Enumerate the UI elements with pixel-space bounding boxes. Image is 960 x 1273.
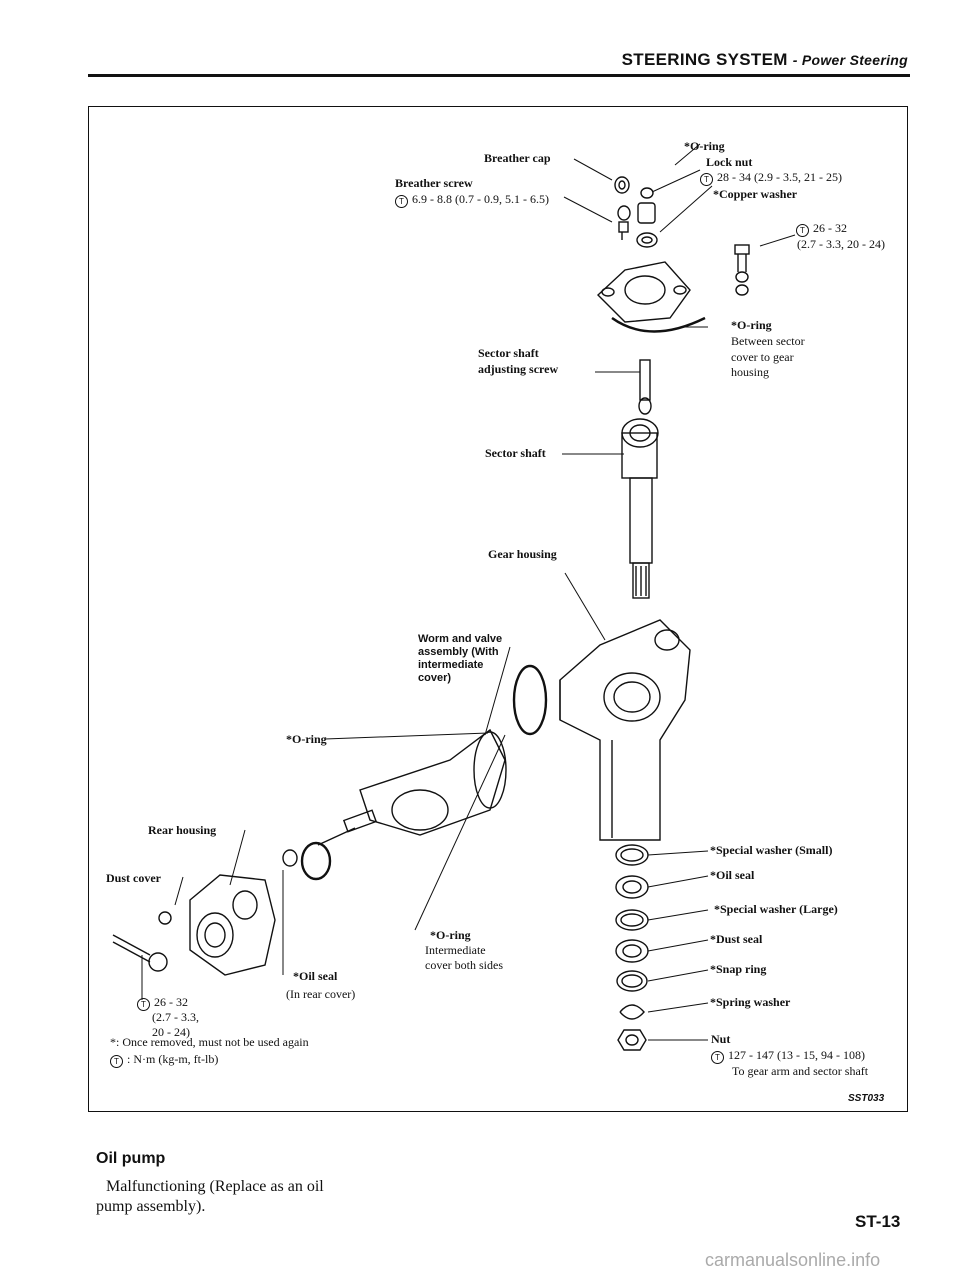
legend-star: *: Once removed, must not be used again xyxy=(110,1035,309,1049)
figure-code: SST033 xyxy=(848,1093,885,1104)
rear-housing xyxy=(112,874,276,976)
label-oil-seal: *Oil seal xyxy=(710,868,755,882)
label-sector-adjusting-2: adjusting screw xyxy=(478,362,559,376)
label-rear-torque-2: (2.7 - 3.3, xyxy=(152,1010,199,1024)
torque-icon: T xyxy=(796,224,809,237)
label-sector-adjusting-1: Sector shaft xyxy=(478,346,539,360)
label-o-ring-sector-note-2: cover to gear xyxy=(731,350,794,364)
sector-cover-bolt xyxy=(734,244,750,296)
label-o-ring-intermediate-3: cover both sides xyxy=(425,958,503,972)
label-nut: Nut xyxy=(711,1032,731,1046)
torque-icon: T xyxy=(700,173,713,186)
worm-valve-assembly xyxy=(317,664,548,846)
page-header: STEERING SYSTEM - Power Steering xyxy=(622,50,908,70)
watermark: carmanualsonline.info xyxy=(705,1250,881,1270)
label-lock-nut: Lock nut xyxy=(706,155,753,169)
header-title: STEERING SYSTEM xyxy=(621,50,788,69)
label-dust-cover: Dust cover xyxy=(106,871,161,885)
label-o-ring-top: *O-ring xyxy=(684,139,725,153)
label-oil-seal-rear: *Oil seal xyxy=(293,969,338,983)
label-rear-torque-3: 20 - 24) xyxy=(152,1025,190,1039)
gear-housing xyxy=(559,619,691,841)
torque-icon: T xyxy=(395,195,408,208)
label-spring-washer: *Spring washer xyxy=(710,995,791,1009)
header-rule xyxy=(88,74,910,77)
torque-icon: T xyxy=(137,998,150,1011)
seal-stack xyxy=(615,844,649,1051)
label-breather-cap: Breather cap xyxy=(484,151,551,165)
label-copper-washer: *Copper washer xyxy=(713,187,798,201)
label-o-ring-intermediate: *O-ring xyxy=(430,928,471,942)
label-dust-seal: *Dust seal xyxy=(710,932,763,946)
label-worm-3: intermediate xyxy=(418,659,484,671)
breather-assembly xyxy=(614,176,631,240)
label-special-washer-small: *Special washer (Small) xyxy=(710,843,833,857)
label-worm-2: assembly (With xyxy=(418,646,499,658)
label-breather-screw: Breather screw xyxy=(395,176,473,190)
lock-nut-assembly xyxy=(636,187,658,248)
label-o-ring-worm: *O-ring xyxy=(286,732,327,746)
rear-o-ring xyxy=(300,841,332,881)
figure-frame xyxy=(88,106,908,1112)
sector-shaft xyxy=(621,359,659,599)
label-oil-seal-rear-2: (In rear cover) xyxy=(286,987,356,1001)
label-nut-note: To gear arm and sector shaft xyxy=(732,1064,869,1078)
sector-cover xyxy=(596,261,706,333)
legend-torque: T: N·m (kg-m, ft-lb) xyxy=(110,1053,218,1068)
section-body: Malfunctioning (Replace as an oil pump a… xyxy=(96,1178,324,1215)
label-rear-housing: Rear housing xyxy=(148,823,217,837)
label-o-ring-sector-note-1: Between sector xyxy=(731,334,805,348)
label-sector-shaft: Sector shaft xyxy=(485,446,546,460)
label-snap-ring: *Snap ring xyxy=(710,962,767,976)
label-o-ring-intermediate-2: Intermediate xyxy=(425,943,486,957)
label-special-washer-large: *Special washer (Large) xyxy=(714,902,838,916)
label-worm-4: cover) xyxy=(418,672,452,684)
header-subtitle: - Power Steering xyxy=(792,52,908,68)
label-worm-1: Worm and valve xyxy=(418,633,503,645)
label-bolt-torque-2: (2.7 - 3.3, 20 - 24) xyxy=(797,237,885,251)
leader-lines xyxy=(141,143,796,1041)
label-o-ring-sector-note-3: housing xyxy=(731,365,770,379)
rear-oil-seal xyxy=(282,849,298,867)
label-gear-housing: Gear housing xyxy=(488,547,557,561)
section-title: Oil pump xyxy=(96,1150,166,1167)
label-o-ring-sector: *O-ring xyxy=(731,318,772,332)
torque-icon: T xyxy=(110,1055,123,1068)
page-number: ST-13 xyxy=(855,1212,901,1231)
torque-icon: T xyxy=(711,1051,724,1064)
